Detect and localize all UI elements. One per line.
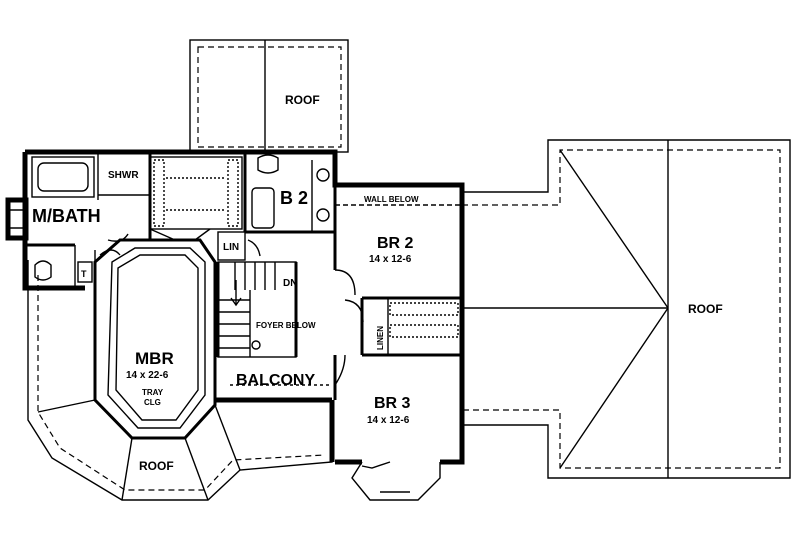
exterior-walls bbox=[22, 149, 465, 465]
balcony-label: BALCONY bbox=[236, 372, 315, 389]
roof-bottom-label: ROOF bbox=[139, 459, 174, 473]
down-label: DN bbox=[283, 278, 297, 289]
bath-2 bbox=[243, 152, 335, 234]
mbr-size: 14 x 22-6 bbox=[126, 370, 169, 381]
foyer-below-text: FOYER BELOW bbox=[256, 321, 316, 330]
shower-label: SHWR bbox=[108, 170, 139, 181]
br2-size: 14 x 12-6 bbox=[369, 254, 412, 265]
roof-left-and-bottom bbox=[27, 260, 333, 501]
bedroom-walls bbox=[333, 185, 462, 400]
bath-2-label: B 2 bbox=[280, 188, 308, 208]
mbr-ceiling-line2: CLG bbox=[144, 398, 161, 407]
linen-label: LINEN bbox=[376, 326, 385, 350]
foyer-below-label: FOYER BELOW bbox=[256, 321, 316, 330]
master-bedroom bbox=[93, 238, 217, 440]
mbr-ceiling-line1: TRAY bbox=[142, 388, 164, 397]
bay-window bbox=[351, 461, 441, 501]
roof-top-label: ROOF bbox=[285, 93, 320, 107]
roof-top bbox=[189, 39, 349, 153]
walk-in-closet bbox=[149, 156, 243, 241]
roof-right bbox=[462, 139, 791, 479]
lin-closet bbox=[217, 231, 261, 261]
mbr-name: MBR bbox=[135, 349, 174, 368]
roof-right-label: ROOF bbox=[688, 302, 723, 316]
staircase bbox=[216, 261, 298, 358]
toilet-label: T bbox=[81, 269, 87, 279]
lin-label: LIN bbox=[223, 242, 239, 253]
wall-below-label: WALL BELOW bbox=[364, 195, 419, 204]
chimney bbox=[5, 197, 29, 241]
br3-size: 14 x 12-6 bbox=[367, 415, 410, 426]
br3-name: BR 3 bbox=[374, 395, 411, 412]
master-bath-label: M/BATH bbox=[32, 206, 101, 226]
br2-name: BR 2 bbox=[377, 235, 414, 252]
